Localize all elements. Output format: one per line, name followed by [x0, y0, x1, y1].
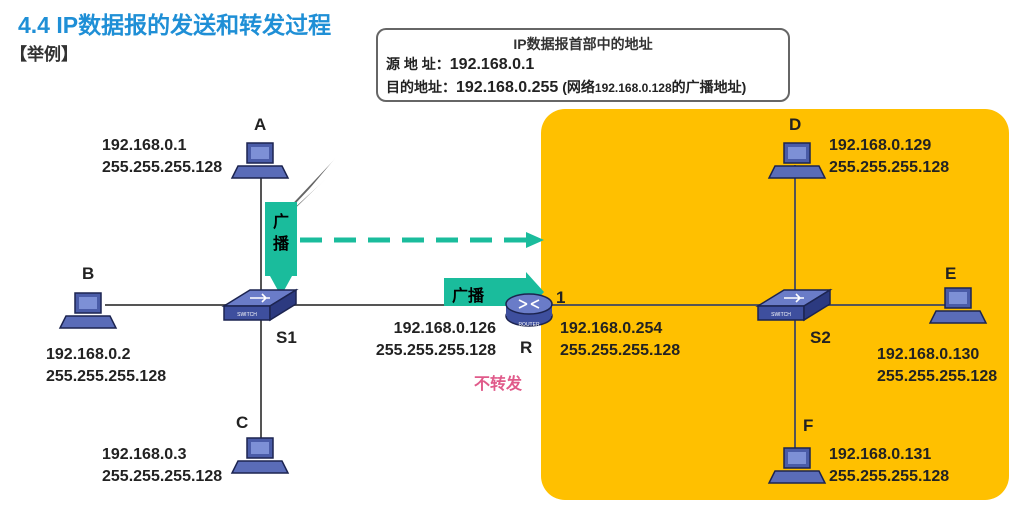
host-f-letter: F	[803, 416, 814, 435]
example-heading: 【举例】	[10, 45, 78, 64]
router-port1-mask: 255.255.255.128	[560, 342, 681, 359]
src-address-line: 源 地 址：192.168.0.1	[386, 54, 534, 74]
host-c-mask: 255.255.255.128	[102, 468, 223, 485]
host-e-mask: 255.255.255.128	[877, 368, 998, 385]
host-e-address: 192.168.0.130 255.255.255.128	[877, 344, 997, 388]
callout-title: IP数据报首部中的地址	[513, 36, 653, 52]
host-e-ip: 192.168.0.130	[877, 346, 980, 363]
host-c-letter: C	[236, 413, 249, 432]
router-port1-address: 192.168.0.254 255.255.255.128	[560, 318, 680, 362]
router-port1-label: 1	[556, 288, 566, 307]
dst-address-line: 目的地址：192.168.0.255 (网络192.168.0.128的广播地址…	[386, 77, 746, 97]
switch-s2-device-text: SWITCH	[771, 312, 791, 318]
switch-s1-icon: SWITCH	[221, 288, 299, 322]
router-port0-mask: 255.255.255.128	[375, 342, 496, 359]
router-port1-ip: 192.168.0.254	[560, 320, 663, 337]
dashed-arrow-head	[526, 232, 544, 248]
callout-pointer-fill	[290, 100, 412, 212]
host-d-address: 192.168.0.129 255.255.255.128	[829, 135, 949, 179]
host-d-letter: D	[789, 115, 802, 134]
host-e-letter: E	[945, 264, 957, 283]
dst-note-prefix: (网络	[558, 79, 595, 95]
src-value: 192.168.0.1	[449, 56, 535, 73]
router-icon: ROUTER	[505, 293, 553, 328]
host-b-letter: B	[82, 264, 95, 283]
host-c-icon	[230, 437, 290, 474]
vertical-broadcast-char-2: 播	[272, 236, 289, 253]
host-f-ip: 192.168.0.131	[829, 446, 932, 463]
header-address-callout: IP数据报首部中的地址 源 地 址：192.168.0.1 目的地址：192.1…	[376, 28, 790, 102]
src-label: 源 地 址：	[386, 56, 450, 72]
switch-s1-device-text: SWITCH	[237, 312, 257, 318]
router-device-text: ROUTER	[518, 322, 540, 328]
vertical-broadcast-box	[265, 202, 297, 276]
host-b-address: 192.168.0.2 255.255.255.128	[46, 344, 166, 388]
host-a-ip: 192.168.0.1	[102, 137, 187, 154]
page-title: 4.4 IP数据报的发送和转发过程	[18, 12, 332, 38]
host-a-address: 192.168.0.1 255.255.255.128	[102, 135, 222, 179]
host-f-mask: 255.255.255.128	[829, 468, 950, 485]
switch-s2-label: S2	[810, 328, 831, 347]
host-d-ip: 192.168.0.129	[829, 137, 932, 154]
vertical-broadcast-text: 广 播	[265, 212, 297, 256]
switch-s1-label: S1	[276, 328, 297, 347]
host-b-mask: 255.255.255.128	[46, 368, 167, 385]
horizontal-broadcast-text: 广播	[452, 288, 485, 305]
host-f-icon	[767, 447, 827, 484]
dst-note-suffix: 的广播地址)	[671, 79, 747, 95]
host-a-letter: A	[254, 115, 267, 134]
vertical-broadcast-arrow	[270, 276, 292, 296]
host-a-mask: 255.255.255.128	[102, 159, 223, 176]
router-port0-ip: 192.168.0.126	[393, 320, 496, 337]
host-d-mask: 255.255.255.128	[829, 159, 950, 176]
host-a-icon	[230, 142, 290, 179]
not-forward-label: 不转发	[474, 376, 523, 393]
host-c-address: 192.168.0.3 255.255.255.128	[102, 444, 222, 488]
dst-note-net: 192.168.0.128	[594, 81, 672, 95]
host-f-address: 192.168.0.131 255.255.255.128	[829, 444, 949, 488]
host-b-icon	[58, 292, 118, 329]
router-port0-address: 192.168.0.126 255.255.255.128	[372, 318, 496, 362]
host-b-ip: 192.168.0.2	[46, 346, 131, 363]
host-d-icon	[767, 142, 827, 179]
host-e-icon	[928, 287, 988, 324]
dst-label: 目的地址：	[386, 79, 456, 95]
host-c-ip: 192.168.0.3	[102, 446, 187, 463]
switch-s2-icon: SWITCH	[755, 288, 833, 322]
vertical-broadcast-char-1: 广	[272, 214, 289, 231]
dst-value: 192.168.0.255	[456, 79, 559, 96]
router-label: R	[520, 338, 533, 357]
